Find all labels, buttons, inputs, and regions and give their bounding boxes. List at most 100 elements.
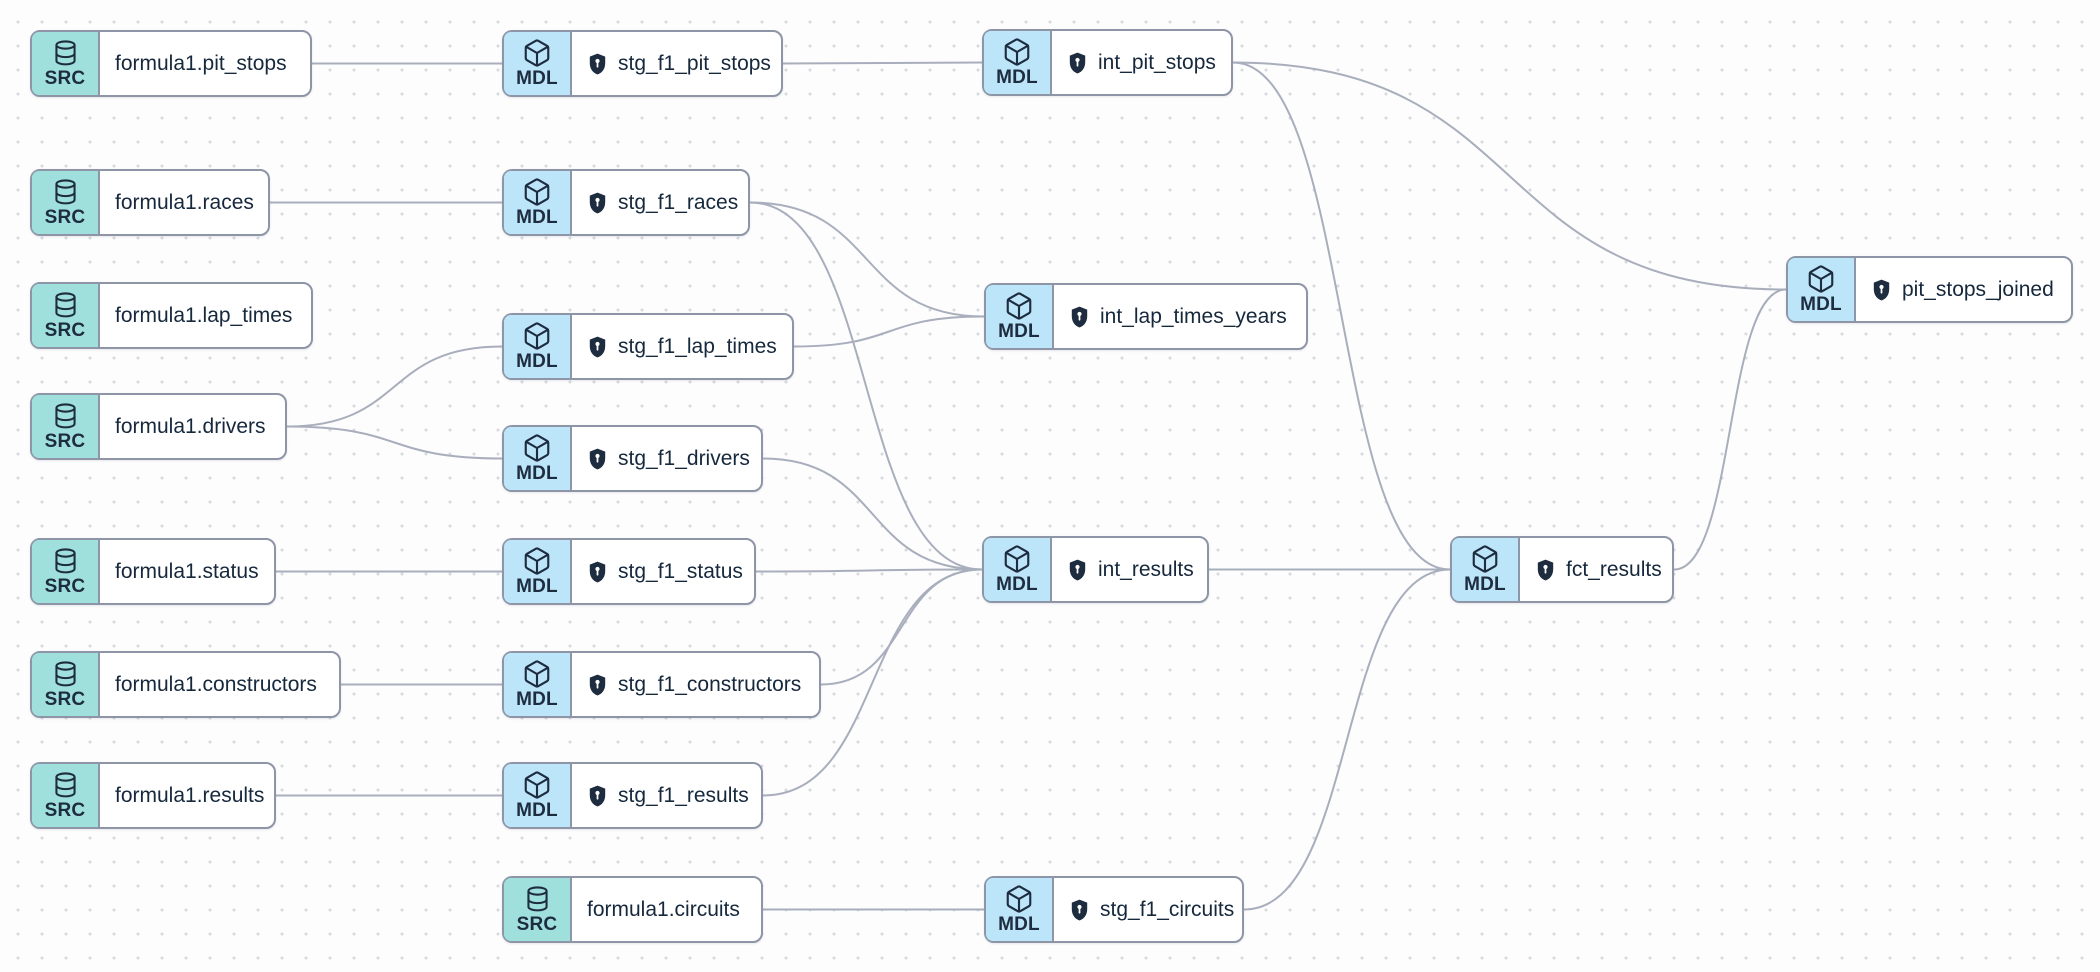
node-kind-label: SRC — [44, 430, 86, 452]
lineage-edge-stg_races-int_results — [749, 201, 983, 571]
lineage-edge-src_drivers-stg_drivers — [286, 425, 503, 460]
node-body: int_lap_times_years — [1054, 285, 1306, 348]
node-label: pit_stops_joined — [1902, 277, 2054, 301]
node-label: formula1.races — [115, 190, 254, 214]
shield-lock-icon — [589, 785, 606, 806]
node-label: fct_results — [1566, 557, 1662, 581]
node-label: stg_f1_lap_times — [618, 334, 777, 358]
lineage-edge-stg_status-int_results — [755, 568, 983, 573]
shield-lock-icon — [589, 53, 606, 74]
cube-icon — [524, 434, 550, 462]
node-body: formula1.races — [100, 171, 268, 234]
lineage-node-src_races[interactable]: SRC formula1.races — [30, 169, 270, 236]
node-body: stg_f1_races — [572, 171, 748, 234]
node-body: formula1.drivers — [100, 395, 285, 458]
lineage-node-src_circuits[interactable]: SRC formula1.circuits — [502, 876, 763, 943]
database-icon — [54, 291, 76, 317]
cube-icon — [1006, 885, 1032, 913]
node-label: int_lap_times_years — [1100, 304, 1287, 328]
node-kind-section: MDL — [986, 285, 1054, 348]
node-body: stg_f1_drivers — [572, 427, 761, 490]
lineage-node-int_lap_times_years[interactable]: MDL int_lap_times_years — [984, 283, 1308, 350]
cube-icon — [1472, 545, 1498, 573]
node-label: int_results — [1098, 557, 1194, 581]
node-kind-section: MDL — [504, 653, 572, 716]
lineage-node-src_status[interactable]: SRC formula1.status — [30, 538, 276, 605]
cube-icon — [524, 771, 550, 799]
node-label: stg_f1_races — [618, 190, 739, 214]
node-kind-section: SRC — [32, 395, 100, 458]
node-kind-section: MDL — [986, 878, 1054, 941]
shield-lock-icon — [589, 192, 606, 213]
node-label: formula1.constructors — [115, 672, 317, 696]
node-kind-label: SRC — [44, 319, 86, 341]
lineage-edge-src_drivers-stg_lap_times — [286, 345, 503, 428]
lineage-edge-int_pit_stops-pit_stops_joined — [1232, 61, 1787, 291]
node-kind-section: SRC — [32, 32, 100, 95]
database-icon — [54, 660, 76, 686]
database-icon — [54, 178, 76, 204]
node-body: int_pit_stops — [1052, 31, 1231, 94]
lineage-node-src_drivers[interactable]: SRC formula1.drivers — [30, 393, 287, 460]
cube-icon — [524, 322, 550, 350]
node-kind-label: MDL — [996, 574, 1038, 596]
node-body: stg_f1_circuits — [1054, 878, 1242, 941]
node-kind-section: SRC — [32, 171, 100, 234]
lineage-node-fct_results[interactable]: MDL fct_results — [1450, 536, 1674, 603]
node-label: formula1.pit_stops — [115, 51, 287, 75]
lineage-node-stg_drivers[interactable]: MDL stg_f1_drivers — [502, 425, 763, 492]
node-body: formula1.status — [100, 540, 274, 603]
node-kind-label: MDL — [998, 914, 1040, 936]
node-label: int_pit_stops — [1098, 50, 1216, 74]
node-label: formula1.circuits — [587, 897, 740, 921]
lineage-node-stg_lap_times[interactable]: MDL stg_f1_lap_times — [502, 313, 794, 380]
node-kind-label: MDL — [516, 689, 558, 711]
node-kind-label: SRC — [516, 913, 558, 935]
node-body: formula1.circuits — [572, 878, 761, 941]
node-body: stg_f1_constructors — [572, 653, 819, 716]
node-kind-label: SRC — [44, 688, 86, 710]
node-kind-section: MDL — [504, 764, 572, 827]
node-kind-section: MDL — [984, 538, 1052, 601]
shield-lock-icon — [1069, 559, 1086, 580]
lineage-node-int_results[interactable]: MDL int_results — [982, 536, 1209, 603]
node-kind-label: MDL — [998, 321, 1040, 343]
node-body: stg_f1_results — [572, 764, 761, 827]
shield-lock-icon — [1071, 306, 1088, 327]
node-kind-section: MDL — [504, 427, 572, 490]
node-body: stg_f1_pit_stops — [572, 32, 781, 95]
node-kind-section: SRC — [504, 878, 572, 941]
node-kind-label: MDL — [996, 67, 1038, 89]
node-kind-label: MDL — [516, 351, 558, 373]
cube-icon — [524, 39, 550, 67]
lineage-node-src_constructors[interactable]: SRC formula1.constructors — [30, 651, 341, 718]
lineage-node-int_pit_stops[interactable]: MDL int_pit_stops — [982, 29, 1233, 96]
database-icon — [54, 771, 76, 797]
node-kind-label: SRC — [44, 575, 86, 597]
lineage-node-src_lap_times[interactable]: SRC formula1.lap_times — [30, 282, 313, 349]
node-kind-section: MDL — [1788, 258, 1856, 321]
cube-icon — [524, 660, 550, 688]
node-body: formula1.lap_times — [100, 284, 311, 347]
node-body: stg_f1_lap_times — [572, 315, 792, 378]
lineage-node-pit_stops_joined[interactable]: MDL pit_stops_joined — [1786, 256, 2073, 323]
shield-lock-icon — [1537, 559, 1554, 580]
lineage-edge-stg_circuits-fct_results — [1243, 568, 1451, 911]
node-kind-label: MDL — [1800, 294, 1842, 316]
node-kind-label: MDL — [516, 463, 558, 485]
node-kind-section: MDL — [1452, 538, 1520, 601]
lineage-node-src_pit_stops[interactable]: SRC formula1.pit_stops — [30, 30, 312, 97]
shield-lock-icon — [589, 448, 606, 469]
lineage-edge-stg_lap_times-int_lap_times_years — [793, 315, 985, 348]
lineage-node-stg_circuits[interactable]: MDL stg_f1_circuits — [984, 876, 1244, 943]
lineage-node-stg_constructors[interactable]: MDL stg_f1_constructors — [502, 651, 821, 718]
cube-icon — [524, 547, 550, 575]
